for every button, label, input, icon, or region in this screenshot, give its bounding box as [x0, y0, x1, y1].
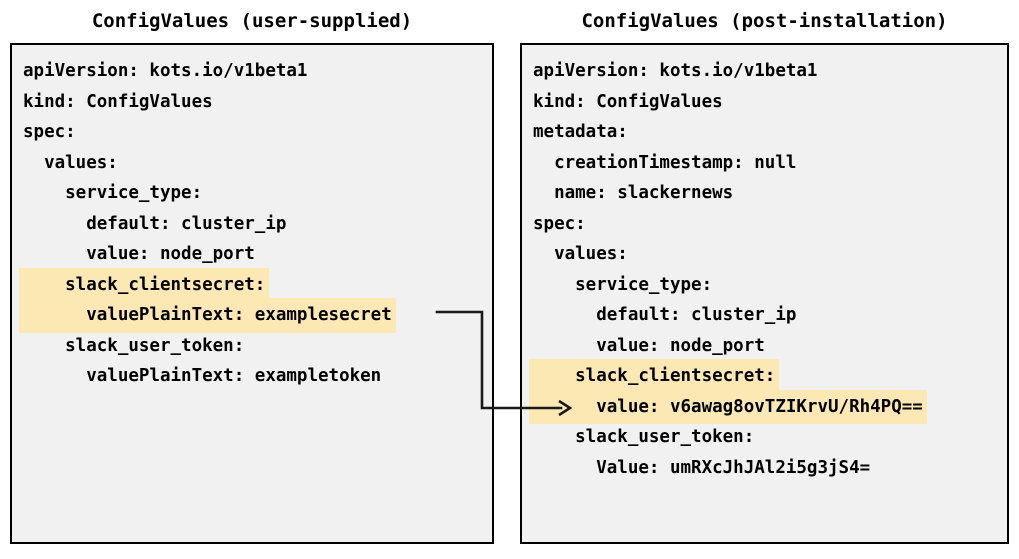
- right-panel-title: ConfigValues (post-installation): [581, 10, 948, 32]
- code-line: slack_user_token:: [21, 331, 492, 362]
- code-text: spec:: [533, 213, 586, 234]
- code-line: values:: [531, 239, 1007, 270]
- code-line: slack_user_token:: [531, 422, 1007, 453]
- code-text: apiVersion: kots.io/v1beta1: [533, 61, 818, 81]
- code-text: metadata:: [533, 122, 628, 142]
- code-line: slack_clientsecret:: [531, 361, 1007, 392]
- code-line: value: node_port: [21, 239, 492, 270]
- code-line: apiVersion: kots.io/v1beta1: [21, 56, 492, 87]
- code-line: kind: ConfigValues: [531, 87, 1007, 118]
- code-text: service_type:: [533, 274, 713, 295]
- code-text: creationTimestamp: null: [533, 152, 797, 173]
- code-text: slack_user_token:: [23, 335, 245, 356]
- code-line: default: cluster_ip: [21, 209, 492, 240]
- code-line: slack_clientsecret:: [21, 269, 492, 300]
- left-panel-user-supplied: apiVersion: kots.io/v1beta1 kind: ConfigV…: [10, 43, 494, 544]
- code-text: kind: ConfigValues: [23, 91, 213, 112]
- code-text: default: cluster_ip: [23, 213, 287, 234]
- highlighted-code-text: slack_clientsecret:: [531, 361, 778, 392]
- code-text: value: node_port: [533, 335, 765, 356]
- code-text: apiVersion: kots.io/v1beta1: [23, 61, 308, 81]
- code-line: service_type:: [21, 178, 492, 209]
- highlighted-code-text: valuePlainText: examplesecret: [21, 300, 394, 331]
- code-text: service_type:: [23, 183, 203, 203]
- code-text: slack_user_token:: [533, 427, 755, 447]
- code-line: kind: ConfigValues: [21, 87, 492, 118]
- code-line: metadata:: [531, 117, 1007, 148]
- code-line: name: slackernews: [531, 178, 1007, 209]
- left-panel-code-block: apiVersion: kots.io/v1beta1 kind: ConfigV…: [21, 56, 492, 392]
- code-line: value: v6awag8ovTZIKrvU/Rh4PQ==: [531, 391, 1007, 422]
- code-line: valuePlainText: exampletoken: [21, 361, 492, 392]
- code-text: values:: [533, 244, 628, 264]
- code-text: kind: ConfigValues: [533, 91, 723, 112]
- highlighted-code-text: value: v6awag8ovTZIKrvU/Rh4PQ==: [531, 391, 925, 422]
- code-text: default: cluster_ip: [533, 305, 797, 325]
- right-panel-post-installation: apiVersion: kots.io/v1beta1 kind: ConfigV…: [520, 43, 1009, 544]
- right-panel-code-block: apiVersion: kots.io/v1beta1 kind: ConfigV…: [531, 56, 1007, 483]
- code-line: apiVersion: kots.io/v1beta1: [531, 56, 1007, 87]
- highlighted-code-text: slack_clientsecret:: [21, 269, 268, 300]
- code-text: spec:: [23, 122, 76, 142]
- code-text: Value: umRXcJhJAl2i5g3jS4=: [533, 457, 871, 478]
- code-line: service_type:: [531, 270, 1007, 301]
- code-line: valuePlainText: examplesecret: [21, 300, 492, 331]
- code-text: valuePlainText: exampletoken: [23, 366, 382, 386]
- code-text: values:: [23, 152, 118, 173]
- code-line: value: node_port: [531, 331, 1007, 362]
- code-text: name: slackernews: [533, 183, 734, 203]
- code-line: spec:: [21, 117, 492, 148]
- code-line: Value: umRXcJhJAl2i5g3jS4=: [531, 453, 1007, 484]
- left-panel-title: ConfigValues (user-supplied): [91, 10, 413, 32]
- code-line: default: cluster_ip: [531, 300, 1007, 331]
- code-line: spec:: [531, 209, 1007, 240]
- code-text: value: node_port: [23, 244, 255, 264]
- code-line: values:: [21, 148, 492, 179]
- code-line: creationTimestamp: null: [531, 148, 1007, 179]
